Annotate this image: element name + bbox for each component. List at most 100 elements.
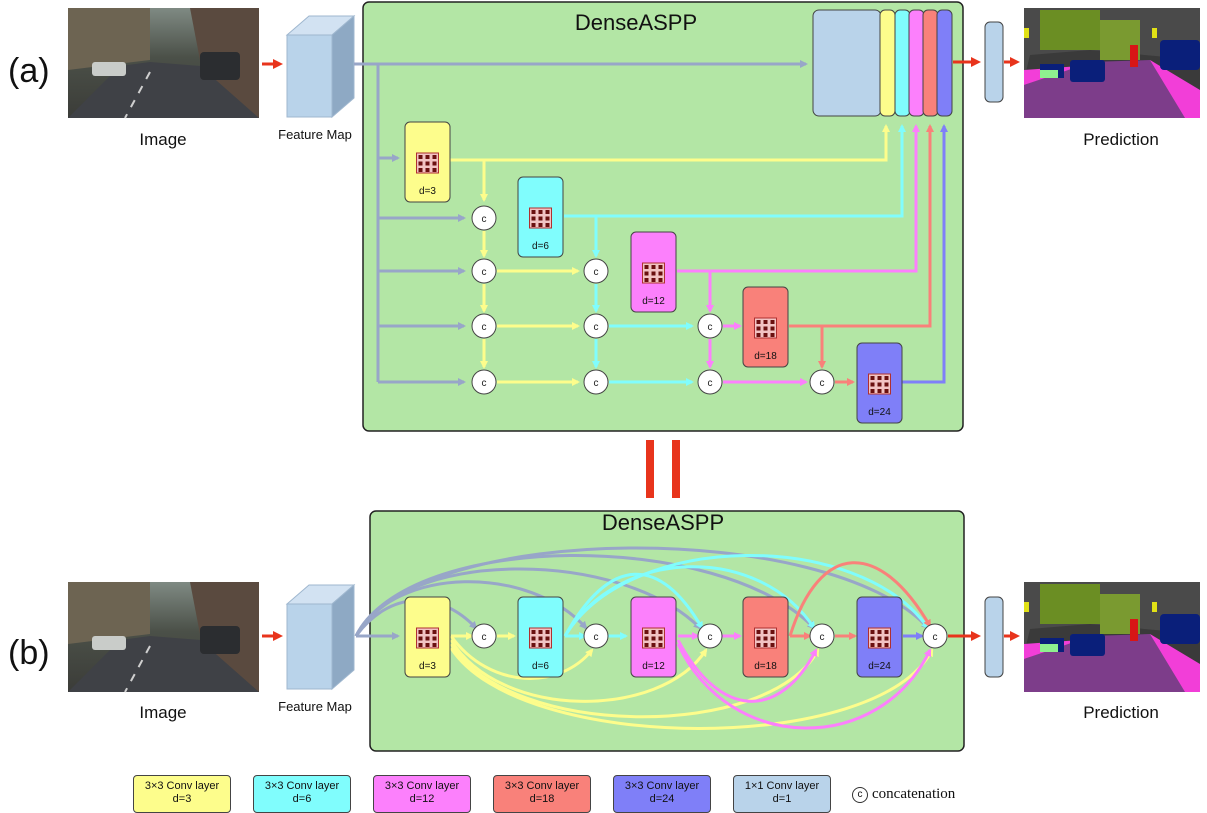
conv-block-d24-b: d=24	[856, 596, 903, 678]
legend-d6-line1: 3×3 Conv layer	[264, 780, 340, 792]
concat-node: c	[809, 623, 835, 649]
conv-block-d24-a: d=24	[856, 342, 903, 424]
legend-d18-line2: d=18	[529, 793, 555, 805]
concat-node: c	[583, 258, 609, 284]
legend-d3-line1: 3×3 Conv layer	[144, 780, 220, 792]
yellow-arcs-b	[449, 632, 934, 730]
concat-letter: c	[594, 267, 599, 278]
conv-block-d3-b: d=3	[404, 596, 451, 678]
dilation-label: d=12	[642, 661, 665, 672]
kernel-grid-icon	[868, 627, 891, 649]
conv-block-d18-a: d=18	[742, 286, 789, 368]
concat-letter: c	[820, 632, 825, 643]
output-stack-a	[812, 9, 953, 117]
dilation-label: d=24	[868, 661, 891, 672]
prediction-label-b: Prediction	[1083, 703, 1159, 722]
conv-block-d6-a: d=6	[517, 176, 564, 258]
concat-node: c	[471, 258, 497, 284]
feature-map-cube-b	[285, 583, 356, 691]
conv-block-d6-b: d=6	[517, 596, 564, 678]
feature-map-cube-a	[285, 14, 356, 119]
legend-d12-line2: d=12	[409, 793, 435, 805]
prediction-map-a	[1024, 8, 1200, 118]
legend-d12-line1: 3×3 Conv layer	[384, 780, 460, 792]
conv-block-d12-b: d=12	[630, 596, 677, 678]
input-photo-b	[68, 582, 259, 693]
image-label-a: Image	[139, 130, 186, 149]
kernel-grid-icon	[416, 627, 439, 649]
concat-node: c	[697, 313, 723, 339]
panel-b-tag: (b)	[8, 634, 50, 672]
legend-d24-line1: 3×3 Conv layer	[624, 780, 700, 792]
concat-node: c	[471, 313, 497, 339]
conv-block-d12-a: d=12	[630, 231, 677, 313]
prediction-map-b	[1024, 582, 1200, 692]
conv-block-d3-a: d=3	[404, 121, 451, 203]
dilation-label: d=24	[868, 407, 891, 418]
legend-d1-line2: d=1	[772, 793, 792, 805]
feature-map-label-b: Feature Map	[278, 699, 352, 714]
dilation-label: d=18	[754, 661, 777, 672]
dilation-label: d=6	[532, 661, 549, 672]
concat-letter: c	[594, 322, 599, 333]
concat-node: c	[471, 369, 497, 395]
legend-item-d12: 3×3 Conv layer d=12	[373, 775, 471, 813]
input-photo-a	[68, 8, 259, 119]
concat-node: c	[809, 369, 835, 395]
kernel-grid-icon	[642, 262, 665, 284]
dilation-label: d=3	[419, 186, 436, 197]
prediction-label-a: Prediction	[1083, 130, 1159, 149]
legend-d18-line1: 3×3 Conv layer	[504, 780, 580, 792]
kernel-grid-icon	[416, 152, 439, 174]
concat-letter: c	[594, 632, 599, 643]
legend-item-d6: 3×3 Conv layer d=6	[253, 775, 351, 813]
magenta-connections-a	[677, 124, 920, 386]
concat-node: c	[697, 369, 723, 395]
concat-letter: c	[933, 632, 938, 643]
legend-item-d3: 3×3 Conv layer d=3	[133, 775, 231, 813]
concat-node: c	[583, 313, 609, 339]
gray-connections-a	[354, 60, 808, 386]
kernel-grid-icon	[868, 373, 891, 395]
conv1x1-a	[984, 21, 1004, 103]
legend-d24-line2: d=24	[649, 793, 675, 805]
concat-letter: c	[482, 322, 487, 333]
dilation-label: d=6	[532, 241, 549, 252]
panel-a-tag: (a)	[8, 52, 50, 90]
kernel-grid-icon	[754, 317, 777, 339]
concat-letter: c	[482, 267, 487, 278]
kernel-grid-icon	[754, 627, 777, 649]
salmon-arcs-b	[788, 561, 932, 640]
conv-blocks-a: d=3 d=6 d=12 d=18 d=24	[404, 121, 903, 424]
dilation-label: d=18	[754, 351, 777, 362]
concat-node: c	[471, 623, 497, 649]
magenta-arcs-b	[676, 632, 932, 730]
dilation-label: d=3	[419, 661, 436, 672]
concat-node: c	[583, 623, 609, 649]
concat-letter: c	[482, 378, 487, 389]
legend-item-d1: 1×1 Conv layer d=1	[733, 775, 831, 813]
denseaspp-title-a: DenseASPP	[575, 10, 697, 35]
concat-letter: c	[482, 214, 487, 225]
concat-node: c	[471, 205, 497, 231]
legend-d3-line2: d=3	[172, 793, 192, 805]
concat-letter: c	[708, 322, 713, 333]
cyan-connections-a	[564, 124, 906, 386]
feature-map-label-a: Feature Map	[278, 127, 352, 142]
conv-block-d18-b: d=18	[742, 596, 789, 678]
salmon-connections-a	[789, 124, 934, 386]
equals-sign	[646, 440, 680, 498]
concat-node: c	[922, 623, 948, 649]
conv1x1-b	[984, 596, 1004, 678]
concat-node: c	[583, 369, 609, 395]
kernel-grid-icon	[529, 207, 552, 229]
concat-letter: c	[594, 378, 599, 389]
legend-d6-line2: d=6	[292, 793, 312, 805]
legend-d1-line1: 1×1 Conv layer	[744, 780, 820, 792]
cyan-arcs-b	[563, 554, 930, 640]
concat-node: c	[697, 623, 723, 649]
kernel-grid-icon	[642, 627, 665, 649]
yellow-connections-a	[450, 124, 890, 386]
